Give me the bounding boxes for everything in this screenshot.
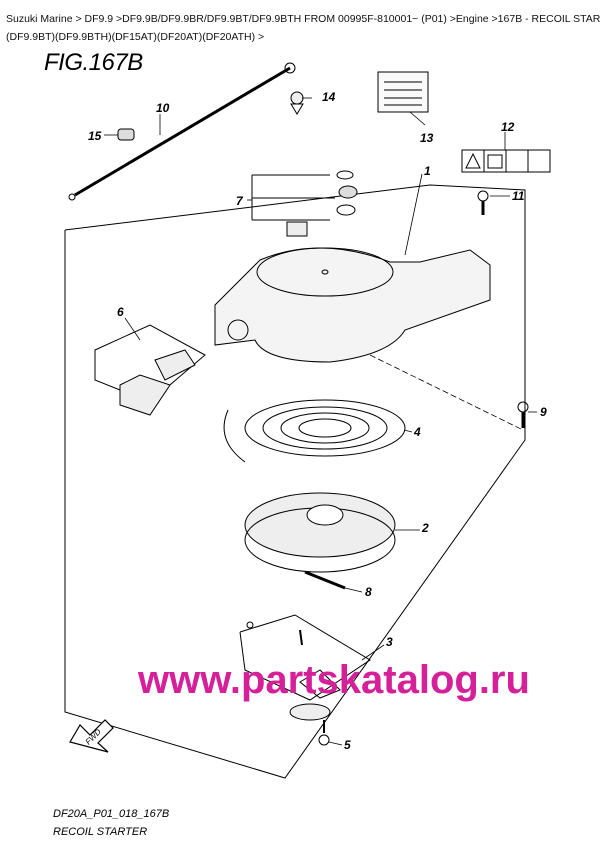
figure-code: DF20A_P01_018_167B — [53, 808, 170, 820]
callout-2[interactable]: 2 — [421, 521, 429, 535]
callout-4[interactable]: 4 — [413, 425, 421, 439]
callout-6[interactable]: 6 — [117, 305, 124, 319]
breadcrumb-line-2[interactable]: (DF9.9BT)(DF9.9BTH)(DF15AT)(DF20AT)(DF20… — [6, 31, 265, 43]
callout-1[interactable]: 1 — [424, 164, 431, 178]
breadcrumb-line-1[interactable]: Suzuki Marine > DF9.9 >DF9.9B/DF9.9BR/DF… — [6, 13, 600, 25]
callout-13[interactable]: 13 — [420, 131, 434, 145]
callout-7[interactable]: 7 — [236, 194, 244, 208]
callout-11[interactable]: 11 — [512, 189, 525, 203]
bolt-11 — [477, 190, 489, 215]
callout-10[interactable]: 10 — [156, 101, 170, 115]
callout-15[interactable]: 15 — [88, 129, 102, 143]
callout-9[interactable]: 9 — [540, 405, 547, 419]
screw-5 — [318, 720, 330, 746]
callout-12[interactable]: 12 — [501, 120, 515, 134]
callout-5[interactable]: 5 — [344, 738, 351, 752]
bolt-9 — [517, 401, 529, 428]
ratchet-parts — [239, 614, 371, 721]
cable-clip — [117, 128, 135, 141]
figure-title: FIG.167B — [44, 49, 143, 76]
starter-cable — [68, 62, 296, 201]
warning-label-12 — [461, 149, 551, 173]
recoil-spring — [223, 399, 406, 463]
callout-14[interactable]: 14 — [322, 90, 336, 104]
watermark: www.partskatalog.ru — [137, 658, 530, 702]
rope-reel — [244, 492, 396, 573]
clamp-part — [290, 91, 304, 115]
assembly-outline — [64, 184, 526, 779]
leader-lines — [104, 97, 537, 746]
starter-handle — [94, 324, 206, 416]
warning-label-13 — [377, 71, 429, 113]
parts-group-7 — [251, 170, 358, 237]
recoil-housing — [214, 247, 491, 363]
callout-3[interactable]: 3 — [386, 635, 393, 649]
figure-caption: RECOIL STARTER — [53, 826, 148, 838]
fwd-arrow-icon: FWD — [69, 719, 114, 753]
starter-rope — [304, 570, 346, 590]
callout-8[interactable]: 8 — [365, 585, 372, 599]
